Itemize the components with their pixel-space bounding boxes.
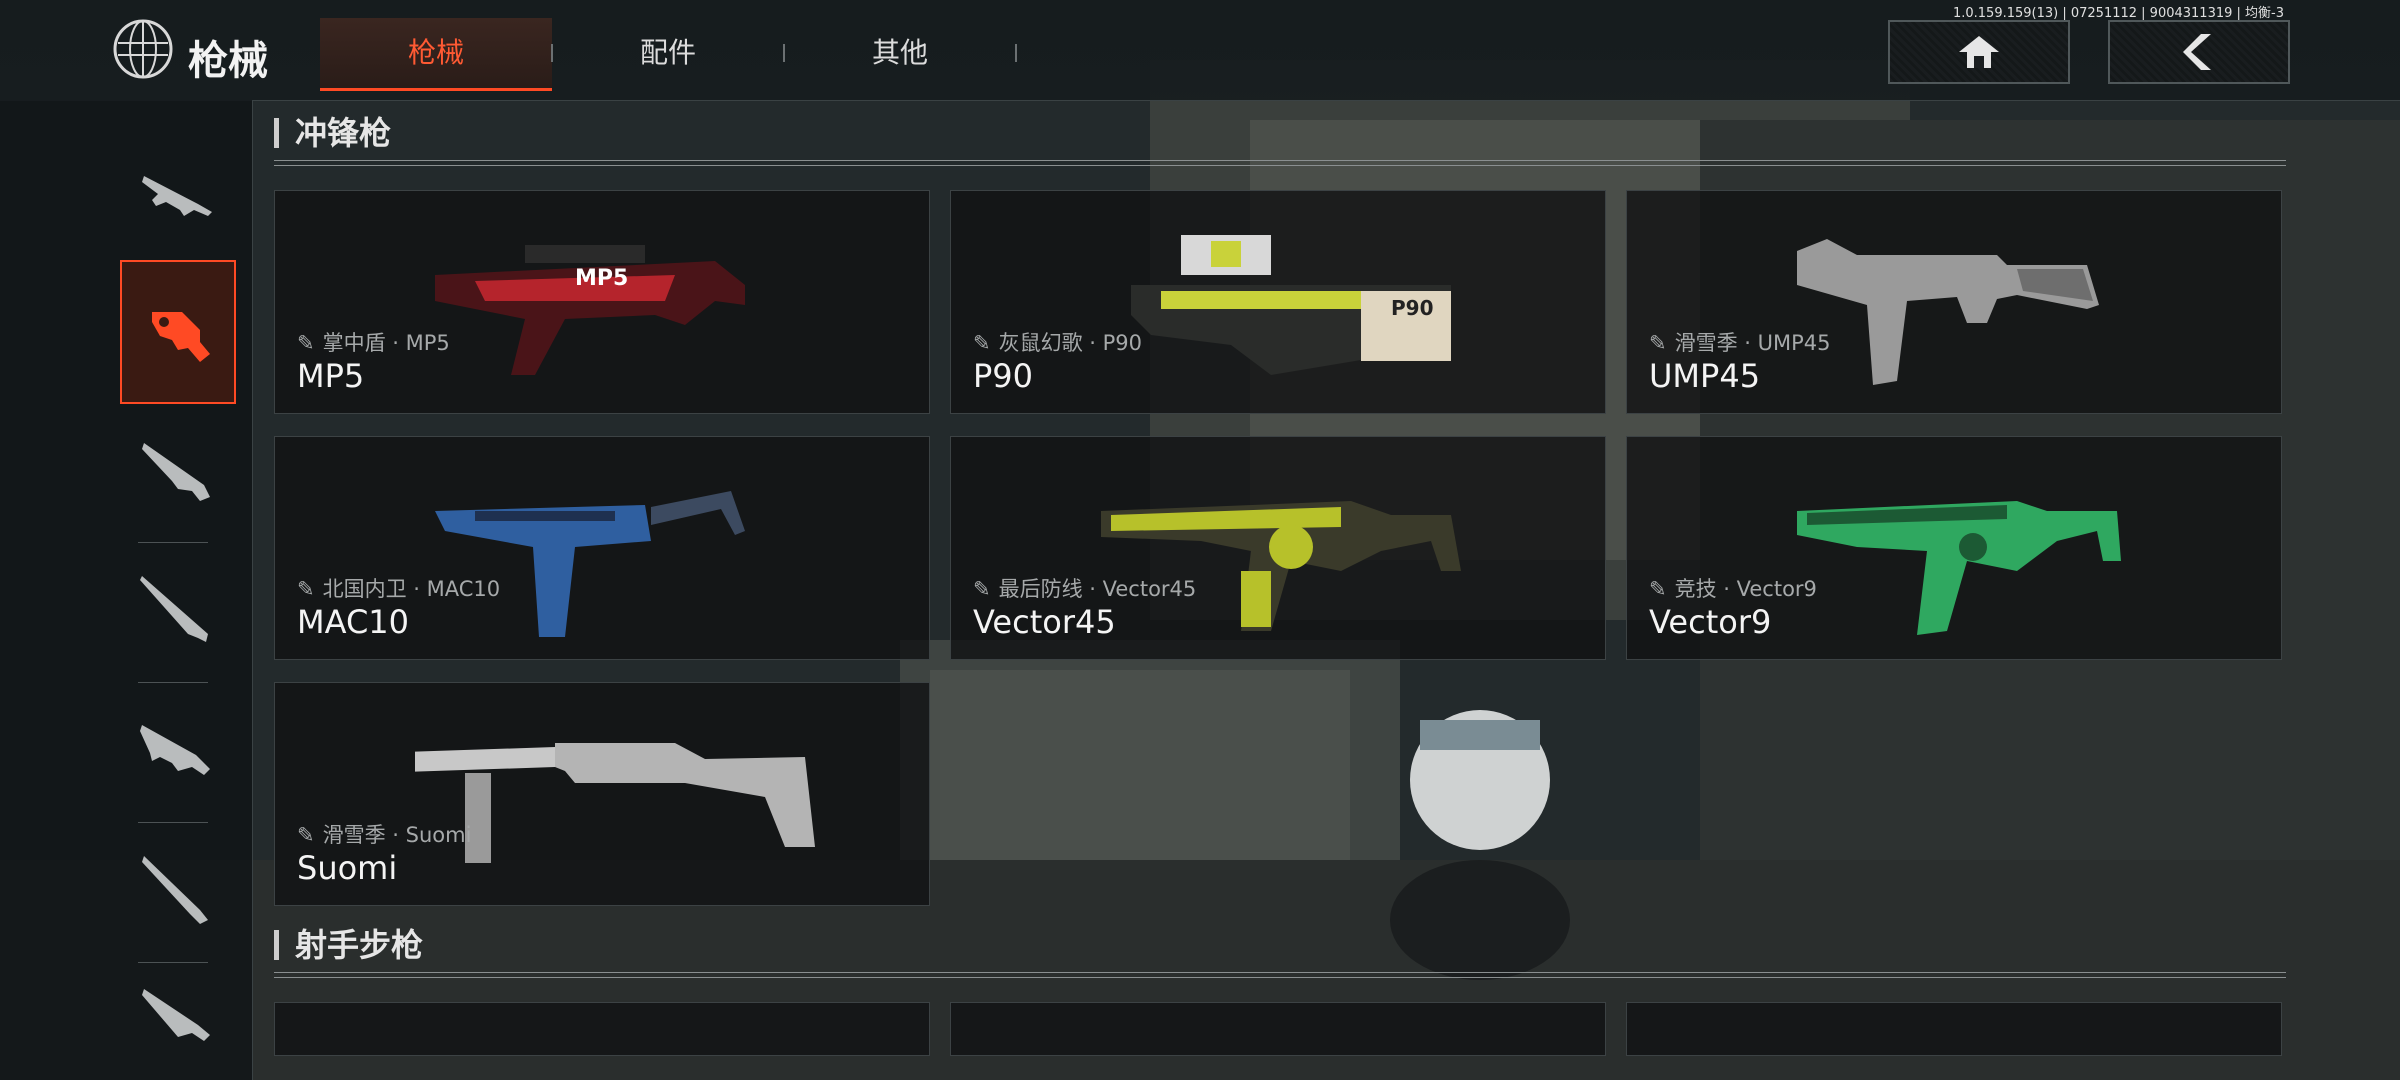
sidebar-divider [138, 542, 208, 543]
section-divider [274, 972, 2286, 978]
back-button[interactable] [2108, 20, 2290, 84]
suomi-gun-image [415, 743, 815, 863]
weapon-category-sidebar [0, 100, 253, 1080]
marksman-rifle-icon [142, 443, 210, 501]
tab-guns[interactable]: 枪械 [320, 18, 552, 91]
weapon-card-vector45[interactable]: ✎ 最后防线 · Vector45 Vector45 [950, 436, 1606, 660]
tag-icon: ✎ [297, 577, 315, 601]
svg-text:MP5: MP5 [575, 266, 628, 291]
skin-label: ✎ 竞技 · Vector9 [1649, 573, 1817, 603]
sidebar-divider [138, 962, 208, 963]
skin-label: ✎ 灰鼠幻歌 · P90 [973, 327, 1142, 357]
tab-attachments[interactable]: 配件 [552, 18, 784, 88]
tab-other[interactable]: 其他 [784, 18, 1016, 88]
weapon-card-ump45[interactable]: ✎ 滑雪季 · UMP45 UMP45 [1626, 190, 2282, 414]
weapon-card-placeholder[interactable] [950, 1002, 1606, 1056]
ump45-gun-image [1797, 239, 2099, 385]
tab-divider [551, 44, 553, 62]
weapon-card-mp5[interactable]: MP5 ✎ 掌中盾 · MP5 MP5 [274, 190, 930, 414]
version-info: 1.0.159.159(13) | 07251112 | 9004311319 … [1952, 6, 2284, 21]
skin-name: 最后防线 · Vector45 [998, 577, 1197, 601]
globe-logo-icon [113, 19, 173, 79]
tag-icon: ✎ [973, 331, 991, 355]
weapon-card-p90[interactable]: P90 ✎ 灰鼠幻歌 · P90 P90 [950, 190, 1606, 414]
skin-name: 掌中盾 · MP5 [322, 331, 450, 355]
skin-label: ✎ 滑雪季 · Suomi [297, 819, 471, 849]
weapon-card-placeholder[interactable] [274, 1002, 930, 1056]
skin-name: 滑雪季 · UMP45 [1674, 331, 1831, 355]
top-bar: 枪械 枪械 配件 其他 1.0.159.159(13) | 07251112 |… [0, 0, 2400, 101]
tab-divider [783, 44, 785, 62]
sidebar-item-sniper-rifle[interactable] [120, 540, 236, 680]
section-title-smg: 冲锋枪 [274, 117, 391, 149]
sidebar-item-assault-rifle[interactable] [120, 120, 236, 260]
sniper-rifle-icon [140, 576, 208, 642]
home-button[interactable] [1888, 20, 2070, 84]
skin-label: ✎ 滑雪季 · UMP45 [1649, 327, 1831, 357]
sidebar-item-rifle[interactable] [120, 680, 236, 820]
sidebar-item-marksman-rifle[interactable] [120, 400, 236, 540]
sidebar-item-smg[interactable] [120, 260, 236, 404]
sidebar-divider [138, 682, 208, 683]
weapon-card-vector9[interactable]: ✎ 竞技 · Vector9 Vector9 [1626, 436, 2282, 660]
home-icon [1959, 36, 1999, 68]
vector9-gun-image [1797, 501, 2121, 635]
sidebar-item-lmg[interactable] [120, 960, 236, 1070]
tag-icon: ✎ [297, 823, 315, 847]
svg-text:P90: P90 [1391, 296, 1434, 320]
weapon-card-suomi[interactable]: ✎ 滑雪季 · Suomi Suomi [274, 682, 930, 906]
mp5-gun-image: MP5 [435, 245, 745, 375]
page-title: 枪械 [188, 38, 268, 84]
smg-icon [152, 312, 210, 362]
skin-label: ✎ 北国内卫 · MAC10 [297, 573, 500, 603]
weapon-name: MP5 [297, 357, 365, 395]
p90-gun-image: P90 [1131, 235, 1451, 375]
assault-rifle-icon [142, 176, 212, 216]
tag-icon: ✎ [1649, 331, 1667, 355]
mac10-gun-image [435, 491, 745, 637]
lmg-icon [142, 989, 210, 1041]
tag-icon: ✎ [1649, 577, 1667, 601]
shotgun-icon [142, 856, 208, 924]
weapon-name: UMP45 [1649, 357, 1761, 395]
section-divider [274, 160, 2286, 166]
tab-divider [1015, 44, 1017, 62]
skin-label: ✎ 掌中盾 · MP5 [297, 327, 450, 357]
weapon-name: Suomi [297, 849, 398, 887]
tab-label: 枪械 [407, 36, 464, 69]
tag-icon: ✎ [297, 331, 315, 355]
weapon-name: Vector45 [973, 603, 1116, 641]
skin-name: 竞技 · Vector9 [1674, 577, 1817, 601]
vector45-gun-image [1101, 501, 1461, 631]
skin-name: 滑雪季 · Suomi [322, 823, 472, 847]
skin-name: 灰鼠幻歌 · P90 [998, 331, 1143, 355]
weapon-name: Vector9 [1649, 603, 1772, 641]
weapon-name: P90 [973, 357, 1034, 395]
weapon-card-placeholder[interactable] [1626, 1002, 2282, 1056]
skin-label: ✎ 最后防线 · Vector45 [973, 573, 1196, 603]
weapon-name: MAC10 [297, 603, 409, 641]
tab-label: 其他 [871, 36, 928, 69]
section-title-marksman: 射手步枪 [274, 929, 423, 961]
tag-icon: ✎ [973, 577, 991, 601]
rifle-icon [140, 725, 210, 775]
sidebar-divider [138, 822, 208, 823]
sidebar-item-shotgun[interactable] [120, 820, 236, 960]
back-arrow-icon [2183, 34, 2211, 70]
skin-name: 北国内卫 · MAC10 [322, 577, 501, 601]
tab-label: 配件 [639, 36, 696, 69]
weapon-card-mac10[interactable]: ✎ 北国内卫 · MAC10 MAC10 [274, 436, 930, 660]
